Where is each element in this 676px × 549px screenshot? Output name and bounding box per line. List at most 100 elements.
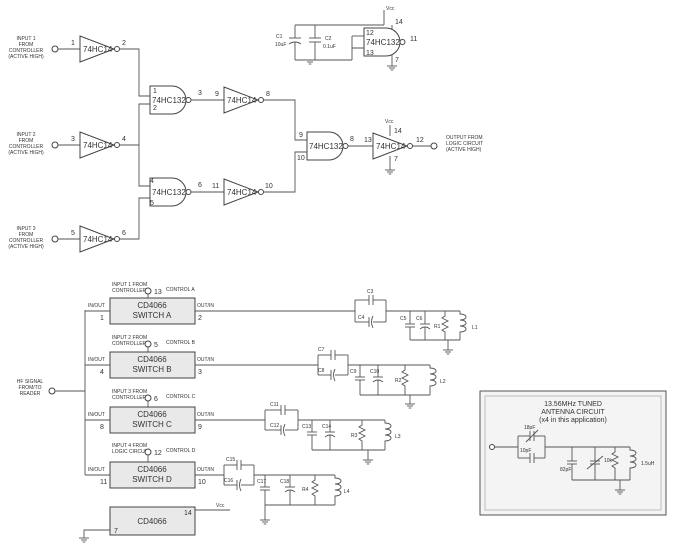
svg-text:Vcc: Vcc [386, 6, 395, 12]
nand-gate-1: 74HC132 1 2 3 [149, 85, 202, 115]
svg-text:FROM: FROM [19, 232, 34, 238]
svg-text:(x4 in this application): (x4 in this application) [539, 417, 607, 424]
svg-text:INPUT 2 FROM: INPUT 2 FROM [112, 335, 147, 341]
svg-text:SWITCH A: SWITCH A [133, 311, 172, 320]
svg-text:CD4066: CD4066 [137, 465, 167, 474]
svg-text:L3: L3 [395, 434, 401, 440]
svg-text:C2: C2 [325, 36, 332, 42]
input-2-terminal [51, 141, 59, 149]
inverter-3: 74HC14 5 6 [71, 225, 126, 253]
svg-text:3: 3 [198, 90, 202, 97]
svg-text:C11: C11 [270, 402, 279, 408]
svg-text:6: 6 [122, 230, 126, 237]
svg-text:C14: C14 [322, 424, 331, 430]
svg-text:INPUT 1: INPUT 1 [16, 36, 35, 42]
svg-text:2: 2 [122, 40, 126, 47]
svg-text:Vcc: Vcc [216, 503, 225, 509]
svg-text:74HC14: 74HC14 [376, 142, 406, 151]
inverter-2: 74HC14 3 4 [71, 131, 126, 159]
svg-text:L2: L2 [440, 379, 446, 385]
svg-text:R2: R2 [395, 378, 402, 384]
svg-text:10: 10 [198, 479, 206, 486]
svg-text:74HC132: 74HC132 [152, 96, 186, 105]
rf-terminal [48, 387, 56, 395]
svg-text:FROM/TO: FROM/TO [19, 385, 42, 391]
inverter-5: 74HC14 11 10 [212, 178, 273, 206]
svg-text:FROM: FROM [19, 42, 34, 48]
svg-text:INPUT 2: INPUT 2 [16, 132, 35, 138]
svg-text:74HC14: 74HC14 [83, 235, 113, 244]
svg-text:8: 8 [266, 91, 270, 98]
switch-d: INPUT 4 FROM LOGIC CIRCUIT 12 CONTROL D … [85, 443, 350, 525]
svg-text:C1: C1 [276, 34, 283, 40]
svg-text:IN/OUT: IN/OUT [88, 467, 105, 473]
svg-text:CD4066: CD4066 [137, 410, 167, 419]
inverter-4: 74HC14 9 8 [215, 86, 270, 114]
inverter-6: 74HC14 13 12 14 7 Vcc [364, 119, 424, 163]
svg-text:74HC14: 74HC14 [227, 188, 257, 197]
svg-text:OUTPUT FROM: OUTPUT FROM [446, 135, 483, 141]
svg-text:C9: C9 [350, 369, 357, 375]
switch-c: INPUT 3 FROM CONTROLLER 6 CONTROL C CD40… [85, 389, 401, 465]
svg-text:CONTROLLER: CONTROLLER [9, 238, 44, 244]
svg-text:13: 13 [366, 50, 374, 57]
svg-text:R3: R3 [351, 433, 358, 439]
svg-text:OUT/IN: OUT/IN [197, 412, 214, 418]
svg-text:C18: C18 [280, 479, 289, 485]
svg-text:74HC132: 74HC132 [366, 38, 400, 47]
svg-text:10: 10 [265, 183, 273, 190]
rf-signal-label: HF SIGNAL FROM/TO READER [17, 379, 44, 397]
svg-text:8: 8 [100, 424, 104, 431]
svg-text:6: 6 [154, 396, 158, 403]
svg-text:LOGIC CIRCUIT: LOGIC CIRCUIT [446, 141, 483, 147]
switch-a: INPUT 1 FROM CONTROLLER 13 CONTROL A CD4… [85, 282, 478, 355]
nand-gate-3: 74HC132 9 10 8 [297, 131, 354, 162]
output-label: OUTPUT FROM LOGIC CIRCUIT (ACTIVE HIGH) [446, 135, 483, 153]
svg-text:L4: L4 [344, 489, 350, 495]
svg-text:13: 13 [364, 137, 372, 144]
svg-text:CONTROL B: CONTROL B [166, 340, 196, 346]
svg-text:4: 4 [100, 369, 104, 376]
svg-text:C3: C3 [367, 289, 374, 295]
svg-text:6: 6 [198, 182, 202, 189]
svg-text:CONTROLLER: CONTROLLER [9, 48, 44, 54]
svg-text:14: 14 [395, 19, 403, 26]
svg-text:IN/OUT: IN/OUT [88, 357, 105, 363]
svg-text:2: 2 [153, 105, 157, 112]
svg-text:1: 1 [100, 315, 104, 322]
svg-text:12: 12 [416, 137, 424, 144]
cd4066-power: CD4066 14 7 Vcc [78, 503, 230, 543]
input-3-terminal [51, 235, 59, 243]
svg-text:C5: C5 [400, 316, 407, 322]
svg-text:C16: C16 [224, 478, 233, 484]
svg-text:FROM: FROM [19, 138, 34, 144]
svg-text:CD4066: CD4066 [137, 517, 167, 526]
input-1-terminal [51, 45, 59, 53]
svg-text:7: 7 [394, 156, 398, 163]
svg-text:CONTROLLER: CONTROLLER [9, 144, 44, 150]
svg-text:1: 1 [153, 88, 157, 95]
svg-text:4: 4 [122, 136, 126, 143]
svg-text:R4: R4 [302, 487, 309, 493]
svg-text:Vcc: Vcc [385, 119, 394, 125]
svg-text:OUT/IN: OUT/IN [197, 467, 214, 473]
svg-text:R1: R1 [434, 324, 441, 330]
svg-text:L1: L1 [472, 325, 478, 331]
svg-text:LOGIC CIRCUIT: LOGIC CIRCUIT [112, 449, 149, 455]
svg-text:5: 5 [154, 342, 158, 349]
control-a-label: INPUT 1 FROM CONTROLLER [112, 282, 147, 294]
svg-text:11: 11 [100, 479, 107, 486]
svg-text:INPUT 4 FROM: INPUT 4 FROM [112, 443, 147, 449]
inverter-1: 74HC14 1 2 [71, 35, 126, 63]
svg-text:3: 3 [71, 136, 75, 143]
svg-text:74HC14: 74HC14 [83, 45, 113, 54]
svg-text:8: 8 [350, 136, 354, 143]
svg-text:CONTROL C: CONTROL C [166, 394, 196, 400]
svg-text:INPUT 1 FROM: INPUT 1 FROM [112, 282, 147, 288]
svg-text:(ACTIVE HIGH): (ACTIVE HIGH) [8, 150, 44, 156]
svg-text:OUT/IN: OUT/IN [197, 303, 214, 309]
svg-text:13: 13 [154, 289, 162, 296]
svg-text:INPUT 3 FROM: INPUT 3 FROM [112, 389, 147, 395]
input-3-label: INPUT 3 FROM CONTROLLER (ACTIVE HIGH) [8, 226, 44, 250]
svg-text:13.56MHz TUNED: 13.56MHz TUNED [544, 401, 602, 408]
